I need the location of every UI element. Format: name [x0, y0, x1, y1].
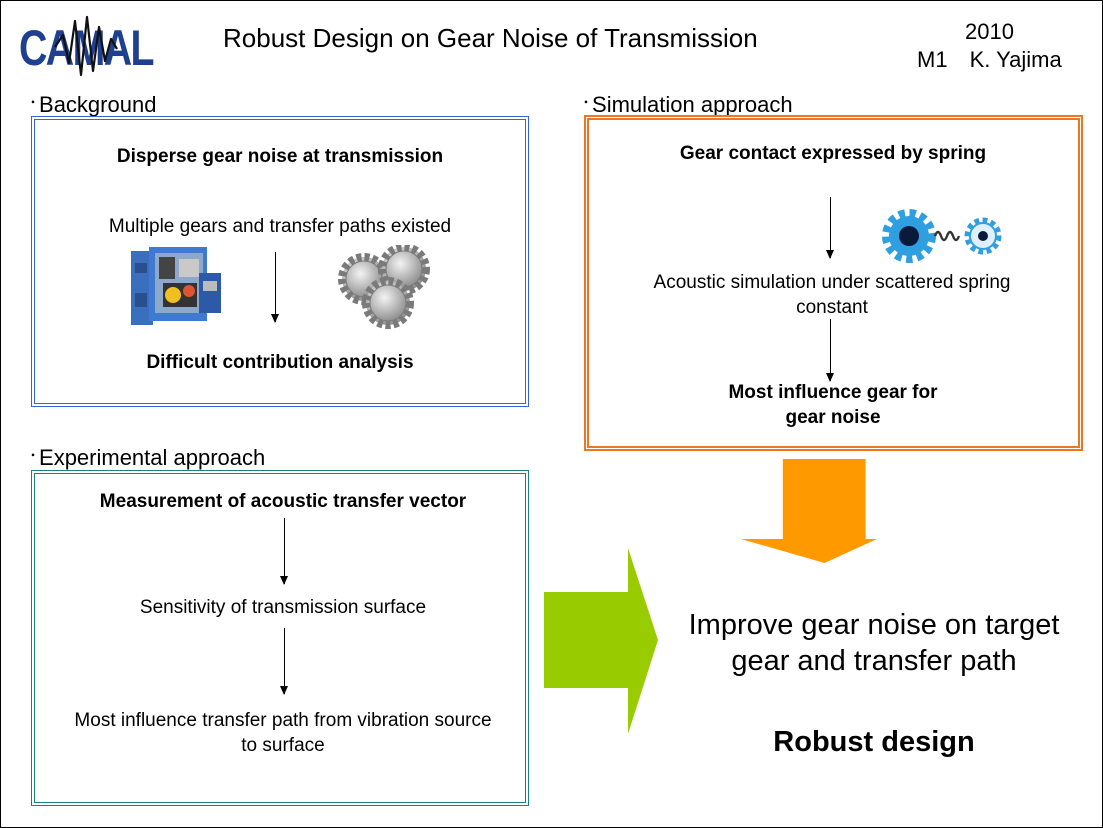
page-title: Robust Design on Gear Noise of Transmiss…: [223, 23, 758, 53]
background-label: ･Background: [29, 92, 157, 117]
orange-down-arrow-icon: [741, 459, 877, 563]
experimental-box: [31, 470, 529, 806]
year: 2010: [965, 19, 1014, 44]
result-line1: Improve gear noise on target: [688, 609, 1060, 641]
gear-cluster-image: [338, 245, 430, 329]
simulation-box: [584, 115, 1083, 451]
experimental-conclusion: Most influence transfer path from vibrat…: [74, 710, 492, 756]
experimental-heading: Measurement of acoustic transfer vector: [99, 491, 467, 512]
simulation-arrow-2-icon: [826, 319, 834, 382]
robust-design-text: Robust design: [773, 726, 975, 758]
result-line2: gear and transfer path: [731, 645, 1017, 677]
svg-text:CAMAL: CAMAL: [19, 20, 153, 76]
background-conclusion: Difficult contribution analysis: [146, 352, 414, 373]
author-name: K. Yajima: [969, 47, 1062, 72]
background-line1: Multiple gears and transfer paths existe…: [108, 216, 452, 237]
camal-logo: CAMAL: [19, 15, 155, 77]
simulation-heading: Gear contact expressed by spring: [679, 143, 987, 164]
simulation-conclusion-line1: Most influence gear for: [728, 382, 938, 403]
author-grade: M1: [917, 47, 948, 72]
experimental-line1: Sensitivity of transmission surface: [139, 597, 427, 618]
experimental-arrow-2-icon: [280, 628, 288, 695]
background-arrow-icon: [271, 252, 279, 323]
background-box: [31, 116, 529, 407]
simulation-label: ･Simulation approach: [582, 92, 793, 117]
transmission-image: [131, 247, 221, 325]
author: M1 K. Yajima: [917, 47, 1062, 73]
simulation-conclusion: Most influence gear for gear noise: [591, 380, 1075, 430]
experimental-arrow-1-icon: [280, 518, 288, 585]
simulation-arrow-1-icon: [826, 197, 834, 259]
result-text: Improve gear noise on target gear and tr…: [657, 607, 1091, 679]
background-heading: Disperse gear noise at transmission: [116, 146, 444, 167]
simulation-line1: Acoustic simulation under scattered spri…: [653, 272, 1011, 318]
spring-gears-icon: [882, 209, 1002, 263]
simulation-conclusion-line2: gear noise: [785, 407, 881, 428]
green-right-arrow-icon: [544, 548, 658, 734]
experimental-label: ･Experimental approach: [29, 445, 266, 470]
